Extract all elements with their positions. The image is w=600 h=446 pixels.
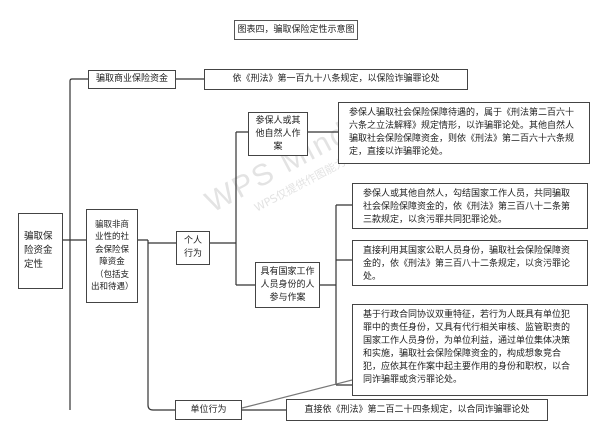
officials-node: 具有国家工作人员身份的人参与作案 (255, 262, 320, 308)
unit-label: 单位行为 (190, 404, 227, 415)
officials-result-2: 直接利用其国家公职人员身份，骗取社会保险保障资金的，依《刑法》第三百八十二条规定… (352, 240, 588, 286)
connector-social (138, 239, 176, 411)
commercial-label: 骗取商业保险资金 (95, 74, 168, 84)
commercial-node: 骗取商业保险资金 (88, 70, 176, 89)
officials-result-3: 基于行政合同协议双重特征，若行为人既具有单位犯罪中的责任身份，又具有代行相关审核… (352, 304, 588, 396)
officials-result-1-text: 参保人或其他自然人，勾结国家工作人员，共同骗取社会保险保障资金的，依《刑法》第三… (363, 189, 571, 225)
insured-node: 参保人或其他自然人作案 (248, 112, 308, 156)
commercial-result-text: 依《刑法》第一百九十八条规定，以保险诈骗罪论处 (232, 74, 440, 84)
root-label: 骗取保险资金定性 (24, 231, 53, 270)
diagram-title: 图表四，骗取保险定性示意图 (234, 20, 358, 40)
connector-root (63, 78, 88, 410)
connector-individual (210, 131, 255, 286)
insured-result-text: 参保人骗取社会保险保障待遇的，属于《刑法第二百六十六条之立法解释》规定情形，以诈… (349, 108, 575, 157)
commercial-result: 依《刑法》第一百九十八条规定，以保险诈骗罪论处 (204, 69, 468, 90)
individual-label: 个人行为 (183, 236, 202, 259)
unit-result: 直接依《刑法》第二百二十四条规定，以合同诈骗罪论处 (286, 399, 548, 421)
officials-result-3-text: 基于行政合同协议双重特征，若行为人既具有单位犯罪中的责任身份，又具有代行相关审核… (363, 310, 571, 385)
social-node: 骗取非商业性的社会保险保障资金（包括支出和待遇） (86, 209, 138, 303)
insured-result: 参保人骗取社会保险保障待遇的，属于《刑法第二百六十六条之立法解释》规定情形，以诈… (338, 102, 590, 164)
insured-label: 参保人或其他自然人作案 (255, 115, 301, 152)
social-label: 骗取非商业性的社会保险保障资金（包括支出和待遇） (91, 219, 134, 293)
diagram-title-text: 图表四，骗取保险定性示意图 (237, 24, 355, 35)
root-node: 骗取保险资金定性 (18, 213, 63, 289)
officials-result-1: 参保人或其他自然人，勾结国家工作人员，共同骗取社会保险保障资金的，依《刑法》第三… (352, 183, 588, 229)
individual-node: 个人行为 (176, 231, 210, 265)
officials-result-2-text: 直接利用其国家公职人员身份，骗取社会保险保障资金的，依《刑法》第三百八十二条规定… (363, 246, 571, 282)
unit-node: 单位行为 (175, 400, 242, 420)
connector-officials (320, 204, 352, 386)
officials-label: 具有国家工作人员身份的人参与作案 (260, 266, 315, 303)
unit-result-text: 直接依《刑法》第二百二十四条规定，以合同诈骗罪论处 (304, 404, 530, 415)
